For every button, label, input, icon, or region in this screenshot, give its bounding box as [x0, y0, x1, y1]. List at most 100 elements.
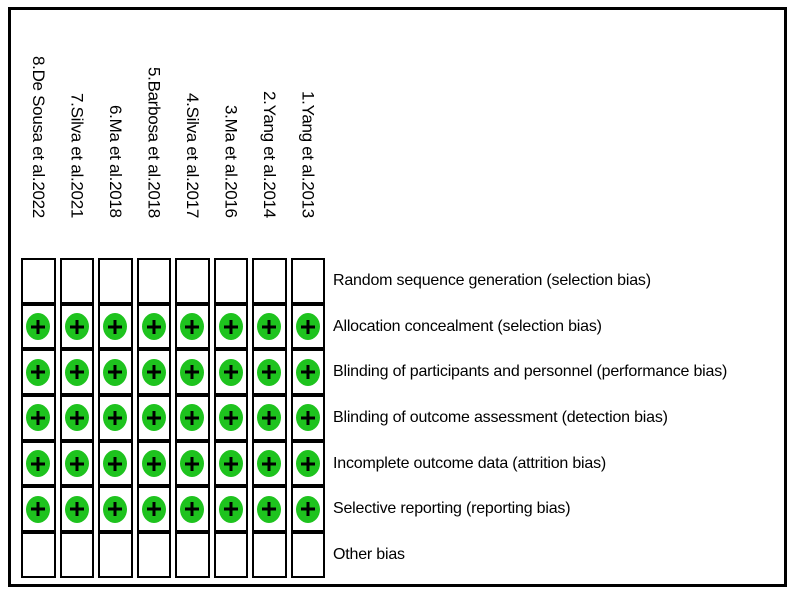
- grid-cell-r6-c4: [136, 486, 171, 533]
- low-risk-plus-icon: [64, 358, 89, 386]
- bias-domain-label: Allocation concealment (selection bias): [333, 317, 602, 335]
- bias-domain-label: Random sequence generation (selection bi…: [333, 272, 651, 290]
- low-risk-plus-icon: [26, 404, 51, 432]
- grid-cell-r3-c8: [290, 349, 325, 396]
- low-risk-plus-icon: [103, 450, 128, 478]
- low-risk-plus-icon: [295, 358, 320, 386]
- low-risk-plus-icon: [218, 450, 243, 478]
- grid-cell-r7-c3: [98, 532, 133, 578]
- low-risk-plus-icon: [141, 313, 166, 341]
- study-label: 8.De Sousa et al.2022: [28, 56, 48, 218]
- study-label-cell: 4.Silva et al.2017: [175, 20, 210, 218]
- low-risk-plus-icon: [180, 495, 205, 523]
- study-label: 6.Ma et al.2018: [105, 105, 125, 218]
- grid-cell-r4-c7: [252, 395, 287, 441]
- grid-cell-r7-c8: [290, 532, 325, 578]
- bias-domain-label: Selective reporting (reporting bias): [333, 500, 571, 518]
- low-risk-plus-icon: [180, 404, 205, 432]
- low-risk-plus-icon: [64, 495, 89, 523]
- low-risk-plus-icon: [103, 313, 128, 341]
- study-label-cell: 8.De Sousa et al.2022: [21, 20, 56, 218]
- grid-cell-r7-c1: [21, 532, 56, 578]
- grid-cell-r6-c3: [98, 486, 133, 533]
- grid-cell-r6-c7: [252, 486, 287, 533]
- grid-cell-r5-c4: [136, 440, 171, 487]
- low-risk-plus-icon: [64, 313, 89, 341]
- low-risk-plus-icon: [295, 404, 320, 432]
- low-risk-plus-icon: [26, 450, 51, 478]
- bias-domain-labels: Random sequence generation (selection bi…: [333, 258, 785, 578]
- grid-cell-r3-c7: [252, 349, 287, 396]
- grid-cell-r2-c1: [21, 303, 56, 350]
- low-risk-plus-icon: [218, 495, 243, 523]
- study-label: 7.Silva et al.2021: [67, 92, 87, 218]
- study-label-cell: 7.Silva et al.2021: [60, 20, 95, 218]
- low-risk-plus-icon: [141, 450, 166, 478]
- grid-cell-r4-c8: [290, 395, 325, 441]
- grid-cell-r1-c2: [59, 258, 94, 304]
- bias-domain-label: Other bias: [333, 546, 405, 564]
- grid-cell-r2-c8: [290, 303, 325, 350]
- low-risk-plus-icon: [26, 358, 51, 386]
- low-risk-plus-icon: [141, 404, 166, 432]
- low-risk-plus-icon: [103, 404, 128, 432]
- grid-cell-r2-c2: [59, 303, 94, 350]
- figure-frame: 8.De Sousa et al.2022 7.Silva et al.2021 6…: [8, 7, 787, 587]
- grid-cell-r1-c5: [175, 258, 210, 304]
- study-label: 2.Yang et al.2014: [259, 91, 279, 218]
- low-risk-plus-icon: [257, 495, 282, 523]
- bias-domain-label: Blinding of outcome assessment (detectio…: [333, 409, 668, 427]
- low-risk-plus-icon: [218, 358, 243, 386]
- grid-cell-r7-c5: [175, 532, 210, 578]
- low-risk-plus-icon: [257, 404, 282, 432]
- grid-cell-r2-c3: [98, 303, 133, 350]
- grid-cell-r5-c1: [21, 440, 56, 487]
- low-risk-plus-icon: [180, 358, 205, 386]
- low-risk-plus-icon: [257, 358, 282, 386]
- grid-cell-r6-c2: [59, 486, 94, 533]
- grid-cell-r3-c6: [213, 349, 248, 396]
- low-risk-plus-icon: [295, 313, 320, 341]
- risk-of-bias-grid: [21, 258, 325, 578]
- study-label-cell: 1.Yang et al.2013: [291, 20, 326, 218]
- grid-cell-r6-c5: [175, 486, 210, 533]
- low-risk-plus-icon: [218, 404, 243, 432]
- grid-cell-r3-c3: [98, 349, 133, 396]
- bias-domain-label: Blinding of participants and personnel (…: [333, 363, 728, 381]
- grid-cell-r1-c4: [136, 258, 171, 304]
- grid-cell-r3-c1: [21, 349, 56, 396]
- study-label: 4.Silva et al.2017: [182, 92, 202, 218]
- grid-cell-r4-c5: [175, 395, 210, 441]
- grid-cell-r6-c6: [213, 486, 248, 533]
- grid-cell-r2-c5: [175, 303, 210, 350]
- low-risk-plus-icon: [64, 450, 89, 478]
- bias-domain-label: Incomplete outcome data (attrition bias): [333, 454, 607, 472]
- study-label-cell: 5.Barbosa et al.2018: [137, 20, 172, 218]
- low-risk-plus-icon: [295, 450, 320, 478]
- grid-cell-r5-c6: [213, 440, 248, 487]
- study-label-cell: 6.Ma et al.2018: [98, 20, 133, 218]
- grid-cell-r5-c2: [59, 440, 94, 487]
- grid-cell-r1-c3: [98, 258, 133, 304]
- grid-cell-r4-c6: [213, 395, 248, 441]
- low-risk-plus-icon: [64, 404, 89, 432]
- grid-cell-r5-c7: [252, 440, 287, 487]
- grid-cell-r1-c1: [21, 258, 56, 304]
- low-risk-plus-icon: [218, 313, 243, 341]
- grid-cell-r4-c2: [59, 395, 94, 441]
- low-risk-plus-icon: [26, 495, 51, 523]
- study-label: 1.Yang et al.2013: [298, 91, 318, 218]
- grid-cell-r2-c6: [213, 303, 248, 350]
- study-label-cell: 2.Yang et al.2014: [252, 20, 287, 218]
- grid-cell-r1-c8: [290, 258, 325, 304]
- grid-cell-r6-c1: [21, 486, 56, 533]
- grid-cell-r2-c7: [252, 303, 287, 350]
- low-risk-plus-icon: [103, 358, 128, 386]
- low-risk-plus-icon: [26, 313, 51, 341]
- grid-cell-r6-c8: [290, 486, 325, 533]
- grid-cell-r1-c7: [252, 258, 287, 304]
- study-labels-header: 8.De Sousa et al.2022 7.Silva et al.2021 6…: [21, 20, 325, 218]
- grid-cell-r7-c4: [136, 532, 171, 578]
- low-risk-plus-icon: [180, 450, 205, 478]
